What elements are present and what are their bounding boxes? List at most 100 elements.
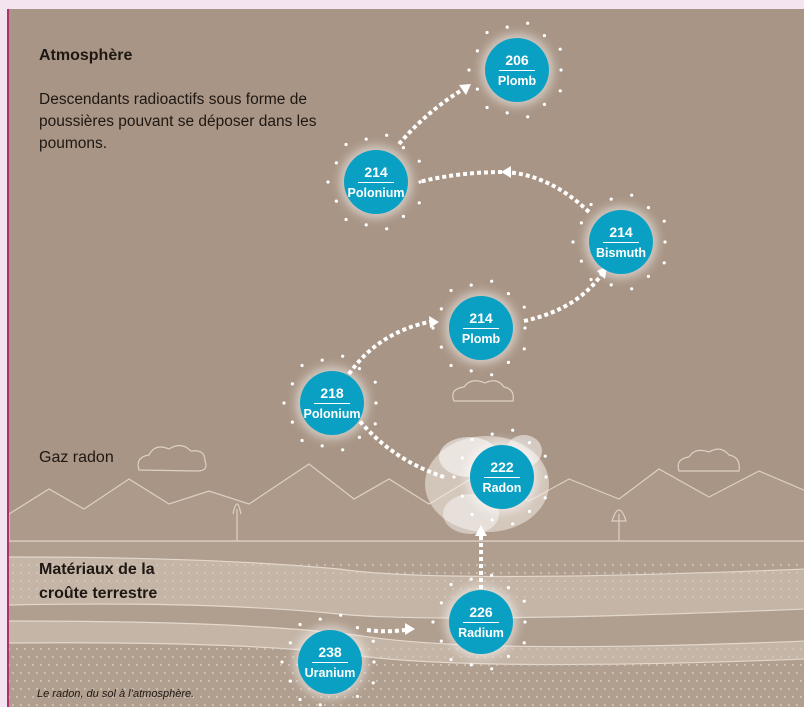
sediment-dot <box>316 564 318 566</box>
cloud <box>677 448 740 472</box>
sediment-dot <box>620 580 622 582</box>
sediment-dot <box>460 656 462 658</box>
sediment-dot <box>372 564 374 566</box>
sparkle-dot <box>417 159 421 163</box>
sediment-dot <box>676 588 678 590</box>
sediment-dot <box>368 680 370 682</box>
sparkle-dot <box>385 227 389 231</box>
node-polonium-218: 218 Polonium <box>300 371 364 435</box>
sediment-dot <box>764 580 766 582</box>
sediment-dot <box>276 688 278 690</box>
sediment-dot <box>692 672 694 674</box>
sediment-dot <box>284 656 286 658</box>
sediment-dot <box>124 572 126 574</box>
sediment-dot <box>376 680 378 682</box>
sediment-dot <box>360 696 362 698</box>
sediment-dot <box>548 588 550 590</box>
sparkle-dot <box>334 199 338 203</box>
sediment-dot <box>188 572 190 574</box>
node-number: 226 <box>463 604 499 623</box>
sediment-dot <box>716 572 718 574</box>
node-number: 206 <box>499 52 535 71</box>
sediment-dot <box>432 664 434 666</box>
sediment-dot <box>748 596 750 598</box>
sediment-dot <box>348 580 350 582</box>
sediment-dot <box>148 688 150 690</box>
sparkle-dot <box>460 456 464 460</box>
sediment-dot <box>236 672 238 674</box>
sediment-dot <box>724 672 726 674</box>
node-name: Polonium <box>347 186 405 200</box>
sediment-dot <box>96 648 98 650</box>
sediment-dot <box>696 648 698 650</box>
sediment-dot <box>740 596 742 598</box>
arrow-uranium-radium <box>366 627 412 634</box>
sediment-dot <box>428 572 430 574</box>
sediment-dot <box>456 664 458 666</box>
sediment-dot <box>420 564 422 566</box>
sediment-dot <box>44 596 46 598</box>
sediment-dot <box>104 664 106 666</box>
sediment-dot <box>720 664 722 666</box>
sparkle-dot <box>373 380 377 384</box>
sediment-dot <box>564 564 566 566</box>
sediment-dot <box>624 648 626 650</box>
sediment-dot <box>572 572 574 574</box>
sediment-dot <box>608 648 610 650</box>
sparkle-dot <box>505 111 509 115</box>
sediment-dot <box>200 680 202 682</box>
sediment-dot <box>740 672 742 674</box>
sediment-dot <box>636 688 638 690</box>
sparkle-dot <box>579 221 583 225</box>
sediment-dot <box>640 680 642 682</box>
sediment-dot <box>24 664 26 666</box>
sediment-dot <box>140 572 142 574</box>
sediment-dot <box>312 696 314 698</box>
sparkle-dot <box>320 444 324 448</box>
sediment-dot <box>420 704 422 706</box>
sediment-dot <box>84 588 86 590</box>
sediment-dot <box>28 580 30 582</box>
sediment-dot <box>428 656 430 658</box>
sediment-dot <box>100 564 102 566</box>
sediment-dot <box>532 672 534 674</box>
sediment-dot <box>484 656 486 658</box>
sediment-dot <box>604 564 606 566</box>
sediment-dot <box>748 688 750 690</box>
sediment-dot <box>220 572 222 574</box>
sediment-dot <box>516 656 518 658</box>
arrow-polonium214-plomb206 <box>397 85 469 146</box>
sediment-dot <box>780 588 782 590</box>
sediment-dot <box>580 656 582 658</box>
sediment-dot <box>660 596 662 598</box>
sediment-dot <box>748 656 750 658</box>
sediment-dot <box>52 672 54 674</box>
sediment-dot <box>548 672 550 674</box>
sediment-dot <box>684 596 686 598</box>
sediment-dot <box>36 672 38 674</box>
sediment-dot <box>92 688 94 690</box>
sediment-dot <box>164 580 166 582</box>
sediment-dot <box>624 696 626 698</box>
sediment-dot <box>164 596 166 598</box>
sediment-dot <box>268 580 270 582</box>
sediment-dot <box>732 580 734 582</box>
sediment-dot <box>440 680 442 682</box>
sediment-dot <box>772 688 774 690</box>
sediment-dot <box>464 664 466 666</box>
sediment-dot <box>476 656 478 658</box>
sediment-dot <box>128 680 130 682</box>
sediment-dot <box>108 564 110 566</box>
sediment-dot <box>528 696 530 698</box>
sediment-dot <box>728 648 730 650</box>
sediment-dot <box>668 672 670 674</box>
sediment-dot <box>156 564 158 566</box>
sediment-dot <box>384 664 386 666</box>
sediment-dot <box>408 696 410 698</box>
sediment-dot <box>44 580 46 582</box>
sediment-dot <box>180 688 182 690</box>
sediment-dot <box>548 704 550 706</box>
sediment-dot <box>528 680 530 682</box>
sediment-dot <box>20 580 22 582</box>
sediment-dot <box>684 580 686 582</box>
